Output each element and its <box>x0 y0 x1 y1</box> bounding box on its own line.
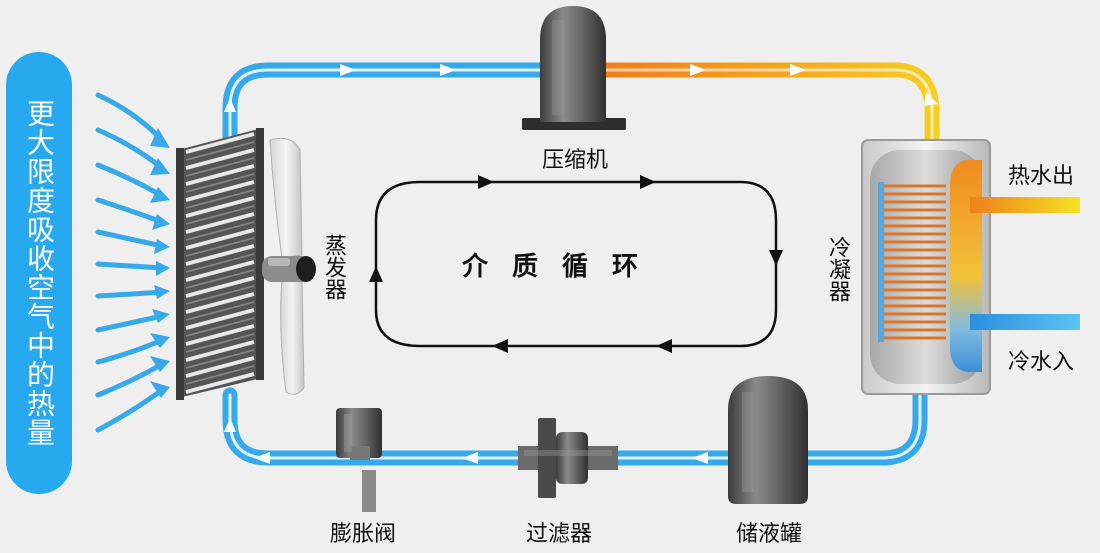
cold-water-pipe <box>970 314 1080 330</box>
airflow-arrowheads <box>150 128 170 398</box>
compressor <box>522 6 626 130</box>
hot-water-pipe <box>970 197 1080 213</box>
medium-circulation-loop <box>369 175 783 353</box>
side-banner: 更大限度吸收空气中的热量 <box>6 52 72 494</box>
receiver-label: 储液罐 <box>736 522 803 547</box>
condenser-label: 冷凝器 <box>825 236 850 302</box>
liquid-receiver <box>728 376 808 504</box>
evaporator-coil <box>176 128 264 400</box>
hot-water-out-label: 热水出 <box>1008 164 1075 189</box>
filter-component <box>518 418 618 498</box>
pipe-flow-arrows <box>224 64 938 464</box>
evaporator-label: 蒸发器 <box>321 234 346 300</box>
filter-label: 过滤器 <box>526 522 593 547</box>
expansion-valve <box>336 408 382 512</box>
compressor-label: 压缩机 <box>542 148 609 173</box>
center-title: 介质循环 <box>462 252 663 282</box>
side-banner-text: 更大限度吸收空气中的热量 <box>23 99 56 447</box>
fan <box>262 137 316 395</box>
condenser-tank <box>861 139 991 395</box>
expansion-valve-label: 膨胀阀 <box>330 522 397 547</box>
cold-water-in-label: 冷水入 <box>1008 350 1075 375</box>
